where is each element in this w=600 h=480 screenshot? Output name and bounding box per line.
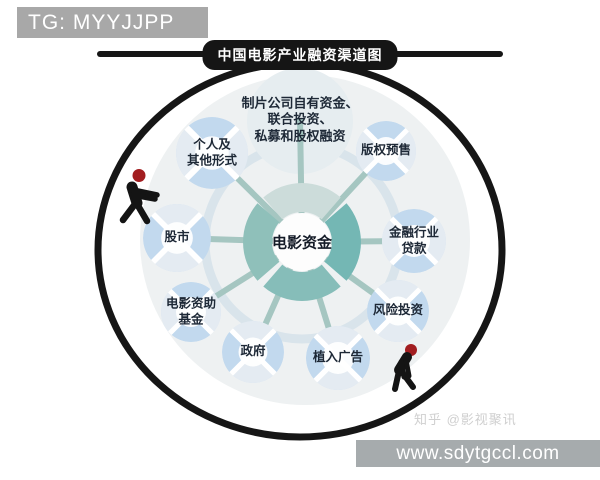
label-line: 股市 (164, 230, 190, 245)
node-circle-individuals (176, 117, 248, 189)
label-line: 政府 (240, 344, 266, 359)
label-line: 电影资助 (165, 296, 217, 311)
hub-label: 电影资金 (271, 234, 333, 252)
node-label-finance-loans: 金融行业 贷款 (389, 225, 439, 256)
label-line: 私募和股权融资 (254, 128, 346, 144)
node-label-product-placement: 植入广告 (313, 350, 363, 366)
label-line: 贷款 (401, 241, 427, 255)
node-circle-stock-market (143, 204, 211, 272)
hub-wedge-right (324, 203, 361, 281)
label-line: 风险投资 (372, 303, 424, 318)
hub-wedge-left (243, 203, 280, 281)
label-line: 植入广告 (312, 350, 364, 365)
node-circle-venture-capital (367, 280, 429, 342)
zhihu-watermark: 知乎 @影视聚讯 (414, 412, 517, 427)
diagram-title-pill: 中国电影产业融资渠道图 (202, 40, 398, 70)
node-circle-finance-loans (381, 208, 447, 274)
node-label-stock-market: 股市 (164, 230, 189, 246)
node-circle-government (222, 321, 284, 383)
hub-center (273, 213, 331, 271)
tg-banner: TG: MYYJJPP (17, 7, 208, 38)
node-circle-film-aid-fund (161, 282, 221, 342)
node-label-individuals: 个人及 其他形式 (187, 137, 237, 168)
pushing-person-figure (119, 169, 160, 225)
node-label-copyright-presale: 版权预售 (361, 143, 411, 159)
pulling-person-figure (392, 344, 417, 392)
tg-banner-label: TG: MYYJJPP (28, 11, 175, 34)
site-url-bar: www.sdytgccl.com (356, 440, 600, 467)
node-label-government: 政府 (240, 344, 265, 360)
label-line: 版权预售 (360, 143, 412, 158)
label-line: 个人及 (193, 137, 231, 152)
hub-wedge-top (263, 183, 341, 220)
node-circle-product-placement (305, 325, 371, 391)
site-url: www.sdytgccl.com (396, 443, 560, 464)
node-label-producer-funds: 制片公司自有资金、 联合投资、 私募和股权融资 (241, 96, 358, 145)
label-line: 制片公司自有资金、 (241, 95, 359, 111)
label-line: 基金 (178, 312, 204, 326)
hub-wedge-bottom (263, 264, 341, 301)
label-line: 其他形式 (186, 153, 238, 167)
node-label-film-aid-fund: 电影资助 基金 (166, 296, 216, 327)
label-line: 联合投资、 (267, 111, 333, 127)
node-circle-copyright-presale (356, 121, 416, 181)
node-label-venture-capital: 风险投资 (373, 303, 423, 319)
person-head-red (132, 169, 146, 182)
diagram-title: 中国电影产业融资渠道图 (217, 47, 383, 63)
label-line: 金融行业 (388, 225, 440, 240)
hub-ring (243, 183, 361, 301)
